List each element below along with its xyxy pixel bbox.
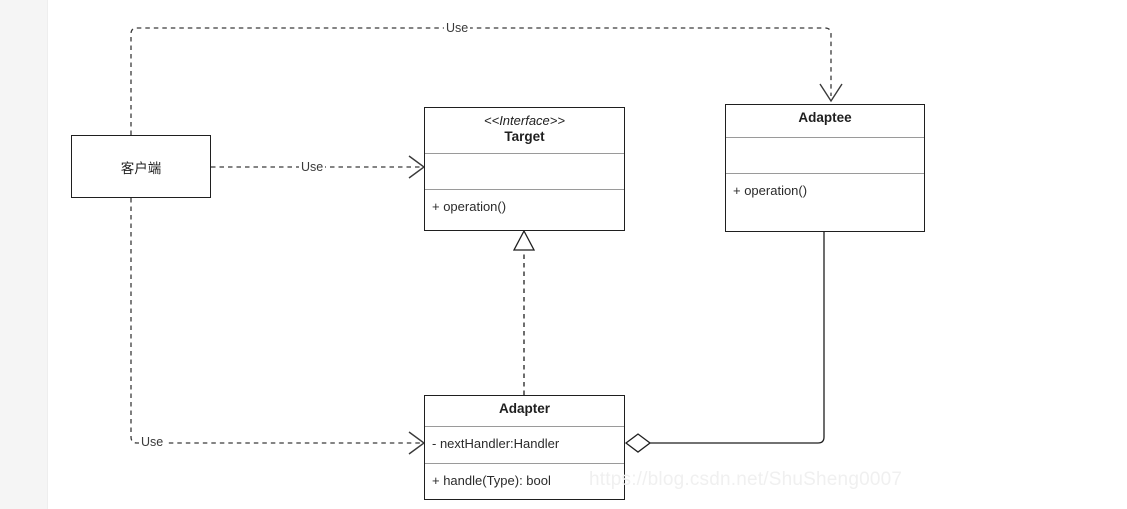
- edge-client-to-adapter: [130, 198, 426, 455]
- node-target-operation: + operation(): [432, 199, 507, 214]
- node-adapter-name: Adapter: [498, 401, 550, 416]
- watermark-text: https://blog.csdn.net/ShuSheng0007: [589, 469, 903, 490]
- edge-label-client-to-adaptee: Use: [444, 21, 471, 35]
- node-target-attributes: [425, 153, 624, 189]
- edge-adapter-realizes-target-triangle: [512, 229, 536, 251]
- node-target-stereotype: <<Interface>>: [484, 113, 565, 128]
- node-target[interactable]: <<Interface>> Target + operation(): [424, 107, 625, 231]
- edge-adapter-aggregates-adaptee: [624, 232, 825, 453]
- node-adapter-operations: + handle(Type): bool: [425, 463, 624, 499]
- node-adaptee-attributes: [726, 137, 924, 173]
- node-adapter-header: Adapter: [425, 396, 624, 426]
- edge-client-to-adaptee-line: [130, 27, 832, 135]
- node-adapter-attributes: - nextHandler:Handler: [425, 426, 624, 463]
- edge-adapter-aggregates-adaptee-line: [650, 232, 825, 444]
- node-client-label: 客户端: [120, 160, 162, 176]
- node-target-name: Target: [504, 129, 545, 145]
- edge-adapter-realizes-target: [512, 229, 536, 395]
- edge-label-client-to-target: Use: [299, 160, 326, 174]
- node-adaptee[interactable]: Adaptee + operation(): [725, 104, 925, 232]
- node-adaptee-header: Adaptee: [726, 105, 924, 137]
- node-adapter-operation: + handle(Type): bool: [432, 473, 551, 488]
- edge-adapter-aggregates-adaptee-diamond: [624, 433, 652, 453]
- edge-client-to-adaptee: [130, 27, 843, 135]
- node-target-header: <<Interface>> Target: [425, 108, 624, 153]
- node-client[interactable]: 客户端: [71, 135, 211, 198]
- node-target-operations: + operation(): [425, 189, 624, 230]
- left-gutter-strip: [0, 0, 48, 509]
- node-adaptee-name: Adaptee: [798, 110, 852, 125]
- node-adapter[interactable]: Adapter - nextHandler:Handler + handle(T…: [424, 395, 625, 500]
- node-adapter-attribute: - nextHandler:Handler: [432, 436, 560, 451]
- edge-label-client-to-adapter: Use: [139, 435, 166, 449]
- edge-client-to-adapter-line: [130, 198, 420, 444]
- node-adaptee-operation: + operation(): [733, 183, 808, 198]
- edge-client-to-adaptee-arrowhead: [819, 83, 843, 103]
- node-adaptee-operations: + operation(): [726, 173, 924, 231]
